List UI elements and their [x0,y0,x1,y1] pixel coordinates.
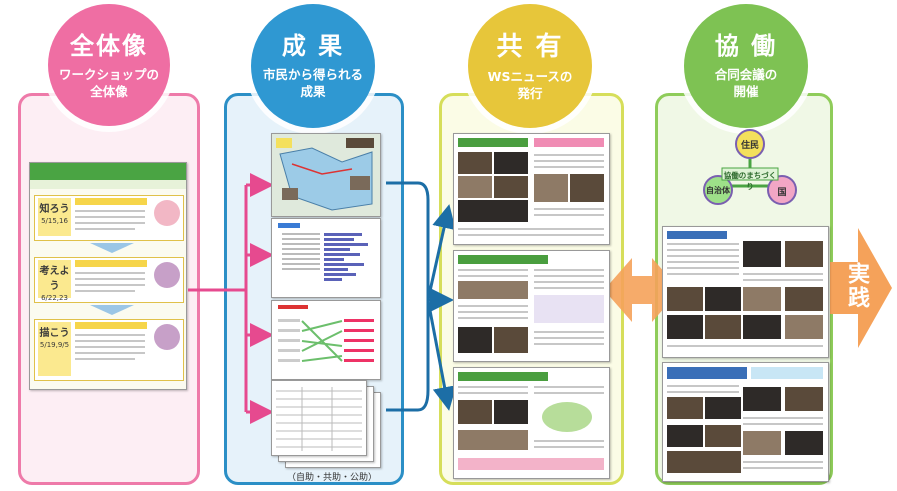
action-label: 実践 [844,262,869,310]
collaboration-title: 協 働 [714,32,778,60]
stage-think-date: 6/22,23 [41,294,68,302]
results-bubble: 成 果 市民から得られる 成果 [251,4,375,128]
stage-draw: 描こう 5/19,9/5 [34,319,184,381]
poster-subheader [30,180,186,189]
results-subtitle-2: 成果 [300,84,326,99]
action-arrow-shape [830,228,892,348]
double-arrow-shape [604,258,680,322]
joint-meeting-report-1 [662,226,829,358]
ws-news-issue-3 [453,367,610,479]
results-caption: （自助・共助・公助） [287,473,378,483]
stage-think-label: 考えよう [39,266,70,292]
residents-label: 住民 [740,141,759,151]
flow-down-arrow-2 [90,305,134,315]
collaboration-diagram [703,129,797,205]
stage-draw-date: 5/19,9/5 [39,341,70,349]
workshop-overview-poster: 知ろう 5/15,16 考えよう 6/22,23 描こう 5/19,9/5 [29,162,187,390]
stage-know: 知ろう 5/15,16 [34,195,184,241]
stage-know-date: 5/15,16 [41,217,68,225]
result-relation-diagram-doc [271,300,381,380]
collaborative-planning-label: 協働のまちづくり [723,171,777,191]
result-table-doc-front [271,380,367,456]
sharing-bubble: 共 有 WSニュースの 発行 [468,4,592,128]
stage-draw-label: 描こう [39,328,70,339]
national-government-label: 国 [777,188,787,198]
results-title: 成 果 [281,32,345,60]
municipality-label: 自治体 [706,186,730,195]
overview-subtitle-2: 全体像 [90,84,128,99]
overview-bubble: 全体像 ワークショップの 全体像 [48,4,170,126]
overview-subtitle-1: ワークショップの [58,67,159,82]
sharing-subtitle-2: 発行 [517,86,543,101]
collaboration-bubble: 協 働 合同会議の 開催 [684,4,808,128]
result-bar-chart-doc [271,218,381,298]
ws-news-issue-1 [453,133,610,245]
poster-header [30,163,186,180]
results-subtitle-1: 市民から得られる [262,67,363,82]
sharing-title: 共 有 [496,32,564,62]
joint-meeting-report-2 [662,362,829,482]
stage-know-label: 知ろう [39,204,70,215]
ws-news-issue-2 [453,250,610,362]
overview-title: 全体像 [70,32,148,60]
collaboration-subtitle-1: 合同会議の [714,67,778,82]
flow-down-arrow-1 [90,243,134,253]
sharing-subtitle-1: WSニュースの [487,69,573,84]
result-map-doc [271,133,381,217]
collaboration-subtitle-2: 開催 [733,84,759,99]
stage-think: 考えよう 6/22,23 [34,257,184,303]
